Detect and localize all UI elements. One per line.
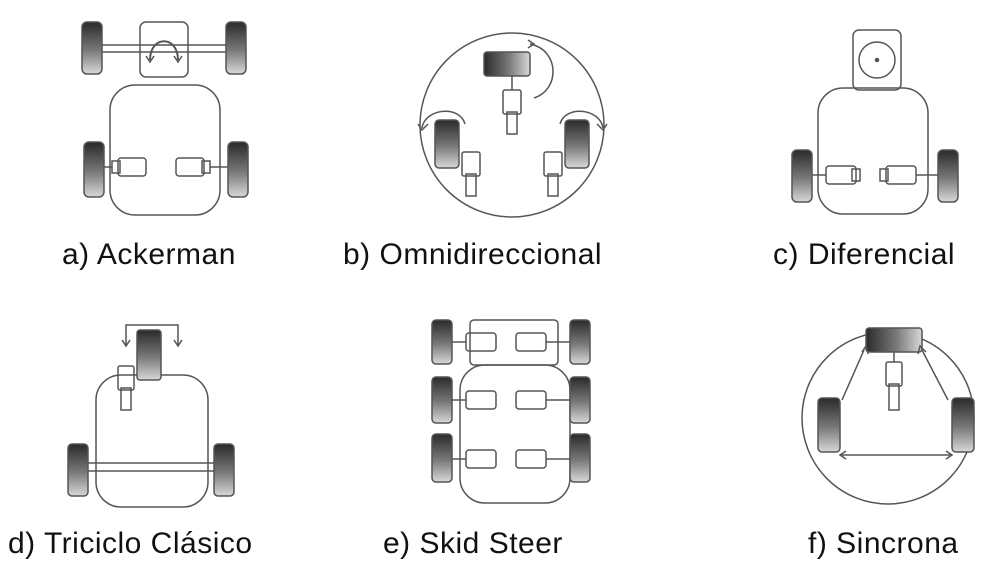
omni-top-wheel [483,51,531,77]
skid-steer-wheel-3-right [569,433,591,483]
synchronous-left-wheel [817,397,841,453]
tricycle-front-wheel [136,329,162,381]
differential-body [817,87,929,215]
omni-left-wheel [434,119,460,169]
ackerman-front-axle-housing [139,21,189,78]
synchronous-belt-right [921,349,949,401]
omni-left-motor [461,151,481,177]
synchronous-top-motor [885,361,903,387]
omni-left-rotation-arrow [421,110,466,129]
omni-right-motor [543,151,563,177]
skid-steer-top-frame [469,319,559,366]
omni-right-rotation-arrow [559,110,604,129]
tricycle-rear-right-wheel [213,443,235,497]
caption-classic-tricycle: d) Triciclo Clásico [8,527,253,560]
omni-chassis [419,32,605,218]
caption-skid-steer: e) Skid Steer [383,527,563,560]
caption-differential: c) Diferencial [773,238,956,271]
ackerman-front-left-wheel [81,21,103,75]
omnidirectional-diagram [417,32,608,218]
tricycle-body [95,374,209,508]
skid-steer-wheel-3-left [431,433,453,483]
differential-left-wheel [791,149,813,203]
differential-right-wheel [937,149,959,203]
tricycle-rear-left-wheel [67,443,89,497]
skid-steer-body [459,364,571,504]
synchronous-top-wheel [865,327,923,353]
differential-right-motor [885,165,917,185]
caption-synchronous: f) Sincrona [808,527,959,560]
classic-tricycle-diagram [67,324,235,508]
skid-steer-wheel-2-right [569,376,591,424]
synchronous-diagram [801,327,975,505]
ackerman-diagram [81,21,249,216]
skid-steer-wheel-2-left [431,376,453,424]
differential-diagram [791,29,959,215]
caption-omnidirectional: b) Omnidireccional [343,238,603,271]
skid-steer-diagram [431,319,591,504]
skid-steer-wheel-1-left [431,319,453,365]
tricycle-steering-arrow [125,324,179,346]
synchronous-belt-left [841,349,865,401]
ackerman-rear-left-wheel [83,141,105,198]
ackerman-rear-right-motor [175,157,205,177]
ackerman-rear-left-motor [117,157,147,177]
omni-top-rotation-arrow [529,43,554,99]
caption-ackerman: a) Ackerman [62,238,236,271]
ackerman-body [109,84,221,216]
ackerman-front-right-wheel [225,21,247,75]
skid-steer-wheel-1-right [569,319,591,365]
omni-right-wheel [564,119,590,169]
ackerman-steering-arrow [149,40,179,61]
tricycle-steering-motor [117,365,135,391]
ackerman-rear-right-wheel [227,141,249,198]
differential-caster-wheel [858,41,896,79]
synchronous-right-wheel [951,397,975,453]
tricycle-rear-axle [85,462,217,472]
differential-caster-housing [852,29,902,91]
omni-top-motor [502,89,522,115]
